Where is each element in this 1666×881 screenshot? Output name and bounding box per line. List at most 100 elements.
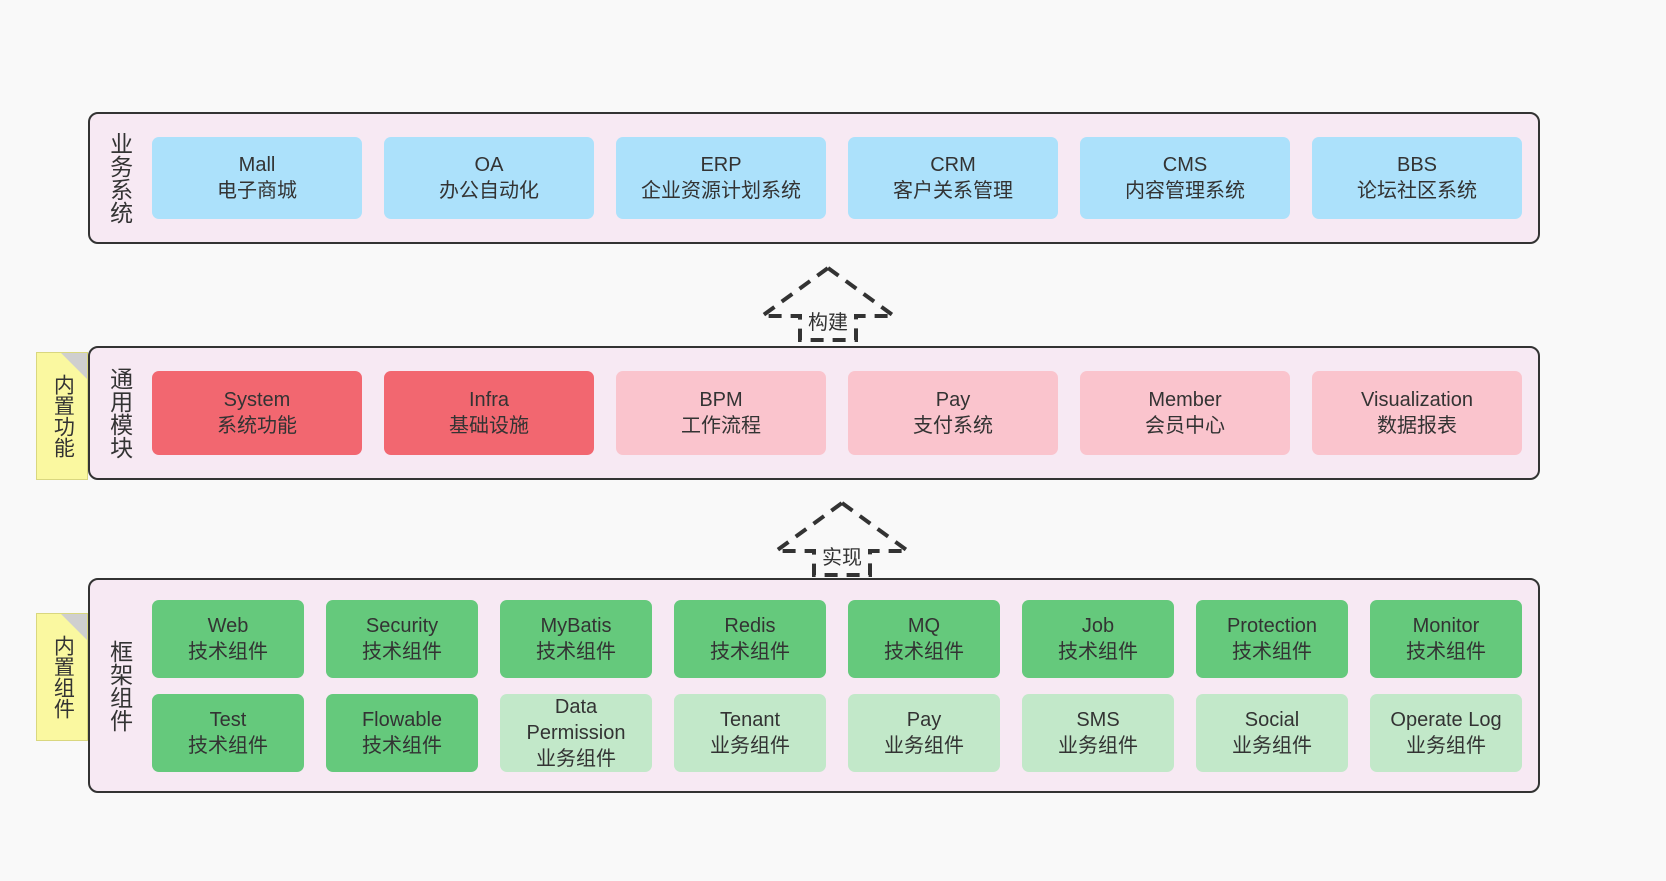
- module-title: BBS: [1396, 154, 1438, 176]
- component-box-redis[interactable]: Redis 技术组件: [674, 599, 826, 678]
- note-label: 内置组件: [51, 635, 75, 719]
- module-subtitle: 基础设施: [449, 415, 529, 437]
- layer-framework-component: 框架组件 Web 技术组件 Security 技术组件 MyBatis 技术组件…: [88, 578, 1540, 793]
- module-subtitle: 客户关系管理: [893, 180, 1013, 202]
- layer-body-framework-component: Web 技术组件 Security 技术组件 MyBatis 技术组件 Redi…: [148, 580, 1538, 791]
- module-box-cms[interactable]: CMS 内容管理系统: [1080, 137, 1290, 219]
- component-title: SMS: [1076, 708, 1120, 731]
- module-title: OA: [474, 154, 504, 176]
- module-subtitle: 企业资源计划系统: [641, 180, 801, 202]
- module-title: System: [223, 389, 291, 411]
- component-title: Redis: [724, 614, 776, 637]
- layer-body-business-system: Mall 电子商城 OA 办公自动化 ERP 企业资源计划系统 CRM 客户关系…: [148, 114, 1538, 242]
- layer-label-business-system: 业务系统: [106, 132, 133, 224]
- module-title: Pay: [935, 389, 971, 411]
- component-title: Security: [365, 614, 439, 637]
- module-subtitle: 内容管理系统: [1125, 180, 1245, 202]
- connector-build-label: 构建: [808, 312, 848, 334]
- module-box-mall[interactable]: Mall 电子商城: [152, 137, 362, 219]
- component-subtitle: 技术组件: [1232, 640, 1312, 663]
- module-box-member[interactable]: Member 会员中心: [1080, 371, 1290, 455]
- module-box-bbs[interactable]: BBS 论坛社区系统: [1312, 137, 1522, 219]
- module-box-erp[interactable]: ERP 企业资源计划系统: [616, 137, 826, 219]
- component-title: Data Permission: [526, 695, 626, 744]
- connector-implement-label: 实现: [822, 547, 862, 569]
- component-subtitle: 业务组件: [884, 734, 964, 757]
- component-box-social[interactable]: Social 业务组件: [1196, 693, 1348, 772]
- layer-common-module: 通用模块 System 系统功能 Infra 基础设施 BPM 工作流程 Pay…: [88, 346, 1540, 480]
- module-subtitle: 系统功能: [217, 415, 297, 437]
- component-subtitle: 技术组件: [1058, 640, 1138, 663]
- layer-body-common-module: System 系统功能 Infra 基础设施 BPM 工作流程 Pay 支付系统…: [148, 348, 1538, 478]
- component-subtitle: 技术组件: [1406, 640, 1486, 663]
- component-subtitle: 业务组件: [536, 747, 616, 770]
- module-box-visualization[interactable]: Visualization 数据报表: [1312, 371, 1522, 455]
- component-title: Flowable: [361, 708, 443, 731]
- component-box-protection[interactable]: Protection 技术组件: [1196, 599, 1348, 678]
- module-row: Web 技术组件 Security 技术组件 MyBatis 技术组件 Redi…: [152, 599, 1522, 678]
- component-title: MQ: [907, 614, 941, 637]
- component-title: Pay: [906, 708, 942, 731]
- component-subtitle: 技术组件: [362, 640, 442, 663]
- folded-corner-icon: [61, 353, 87, 379]
- module-box-bpm[interactable]: BPM 工作流程: [616, 371, 826, 455]
- component-box-mybatis[interactable]: MyBatis 技术组件: [500, 599, 652, 678]
- module-title: BPM: [699, 389, 743, 411]
- module-box-system[interactable]: System 系统功能: [152, 371, 362, 455]
- component-box-job[interactable]: Job 技术组件: [1022, 599, 1174, 678]
- connector-implement: 实现: [772, 497, 912, 577]
- module-title: CRM: [930, 154, 976, 176]
- component-box-sms[interactable]: SMS 业务组件: [1022, 693, 1174, 772]
- connector-build: 构建: [758, 262, 898, 342]
- component-box-test[interactable]: Test 技术组件: [152, 693, 304, 772]
- component-box-flowable[interactable]: Flowable 技术组件: [326, 693, 478, 772]
- module-row: Mall 电子商城 OA 办公自动化 ERP 企业资源计划系统 CRM 客户关系…: [152, 137, 1522, 219]
- note-builtin-components: 内置组件: [36, 613, 88, 741]
- module-row: Test 技术组件 Flowable 技术组件 Data Permission …: [152, 693, 1522, 772]
- module-subtitle: 会员中心: [1145, 415, 1225, 437]
- component-box-web[interactable]: Web 技术组件: [152, 599, 304, 678]
- component-subtitle: 技术组件: [536, 640, 616, 663]
- component-title: Web: [207, 614, 249, 637]
- component-subtitle: 业务组件: [1058, 734, 1138, 757]
- component-box-pay[interactable]: Pay 业务组件: [848, 693, 1000, 772]
- component-subtitle: 技术组件: [188, 734, 268, 757]
- note-builtin-features: 内置功能: [36, 352, 88, 480]
- module-box-oa[interactable]: OA 办公自动化: [384, 137, 594, 219]
- module-box-infra[interactable]: Infra 基础设施: [384, 371, 594, 455]
- component-title: MyBatis: [540, 614, 612, 637]
- module-title: Member: [1148, 389, 1222, 411]
- component-box-security[interactable]: Security 技术组件: [326, 599, 478, 678]
- note-label: 内置功能: [51, 374, 75, 458]
- module-title: CMS: [1162, 154, 1208, 176]
- component-title: Tenant: [719, 708, 781, 731]
- component-subtitle: 技术组件: [884, 640, 964, 663]
- component-title: Social: [1244, 708, 1300, 731]
- component-box-mq[interactable]: MQ 技术组件: [848, 599, 1000, 678]
- module-box-crm[interactable]: CRM 客户关系管理: [848, 137, 1058, 219]
- component-box-monitor[interactable]: Monitor 技术组件: [1370, 599, 1522, 678]
- module-subtitle: 支付系统: [913, 415, 993, 437]
- component-subtitle: 业务组件: [710, 734, 790, 757]
- module-title: Visualization: [1361, 389, 1473, 411]
- module-title: Mall: [238, 154, 276, 176]
- module-subtitle: 工作流程: [681, 415, 761, 437]
- component-subtitle: 业务组件: [1232, 734, 1312, 757]
- module-subtitle: 论坛社区系统: [1357, 180, 1477, 202]
- layer-business-system: 业务系统 Mall 电子商城 OA 办公自动化 ERP 企业资源计划系统 CRM…: [88, 112, 1540, 244]
- module-subtitle: 电子商城: [217, 180, 297, 202]
- component-box-data-permission[interactable]: Data Permission 业务组件: [500, 693, 652, 772]
- component-title: Monitor: [1412, 614, 1480, 637]
- module-title: Infra: [468, 389, 510, 411]
- component-box-operate-log[interactable]: Operate Log 业务组件: [1370, 693, 1522, 772]
- component-subtitle: 业务组件: [1406, 734, 1486, 757]
- module-row: System 系统功能 Infra 基础设施 BPM 工作流程 Pay 支付系统…: [152, 371, 1522, 455]
- component-subtitle: 技术组件: [362, 734, 442, 757]
- module-box-pay[interactable]: Pay 支付系统: [848, 371, 1058, 455]
- layer-label-framework-component: 框架组件: [106, 639, 133, 732]
- layer-label-common-module: 通用模块: [106, 367, 133, 459]
- component-box-tenant[interactable]: Tenant 业务组件: [674, 693, 826, 772]
- module-subtitle: 办公自动化: [439, 180, 539, 202]
- component-title: Protection: [1226, 614, 1318, 637]
